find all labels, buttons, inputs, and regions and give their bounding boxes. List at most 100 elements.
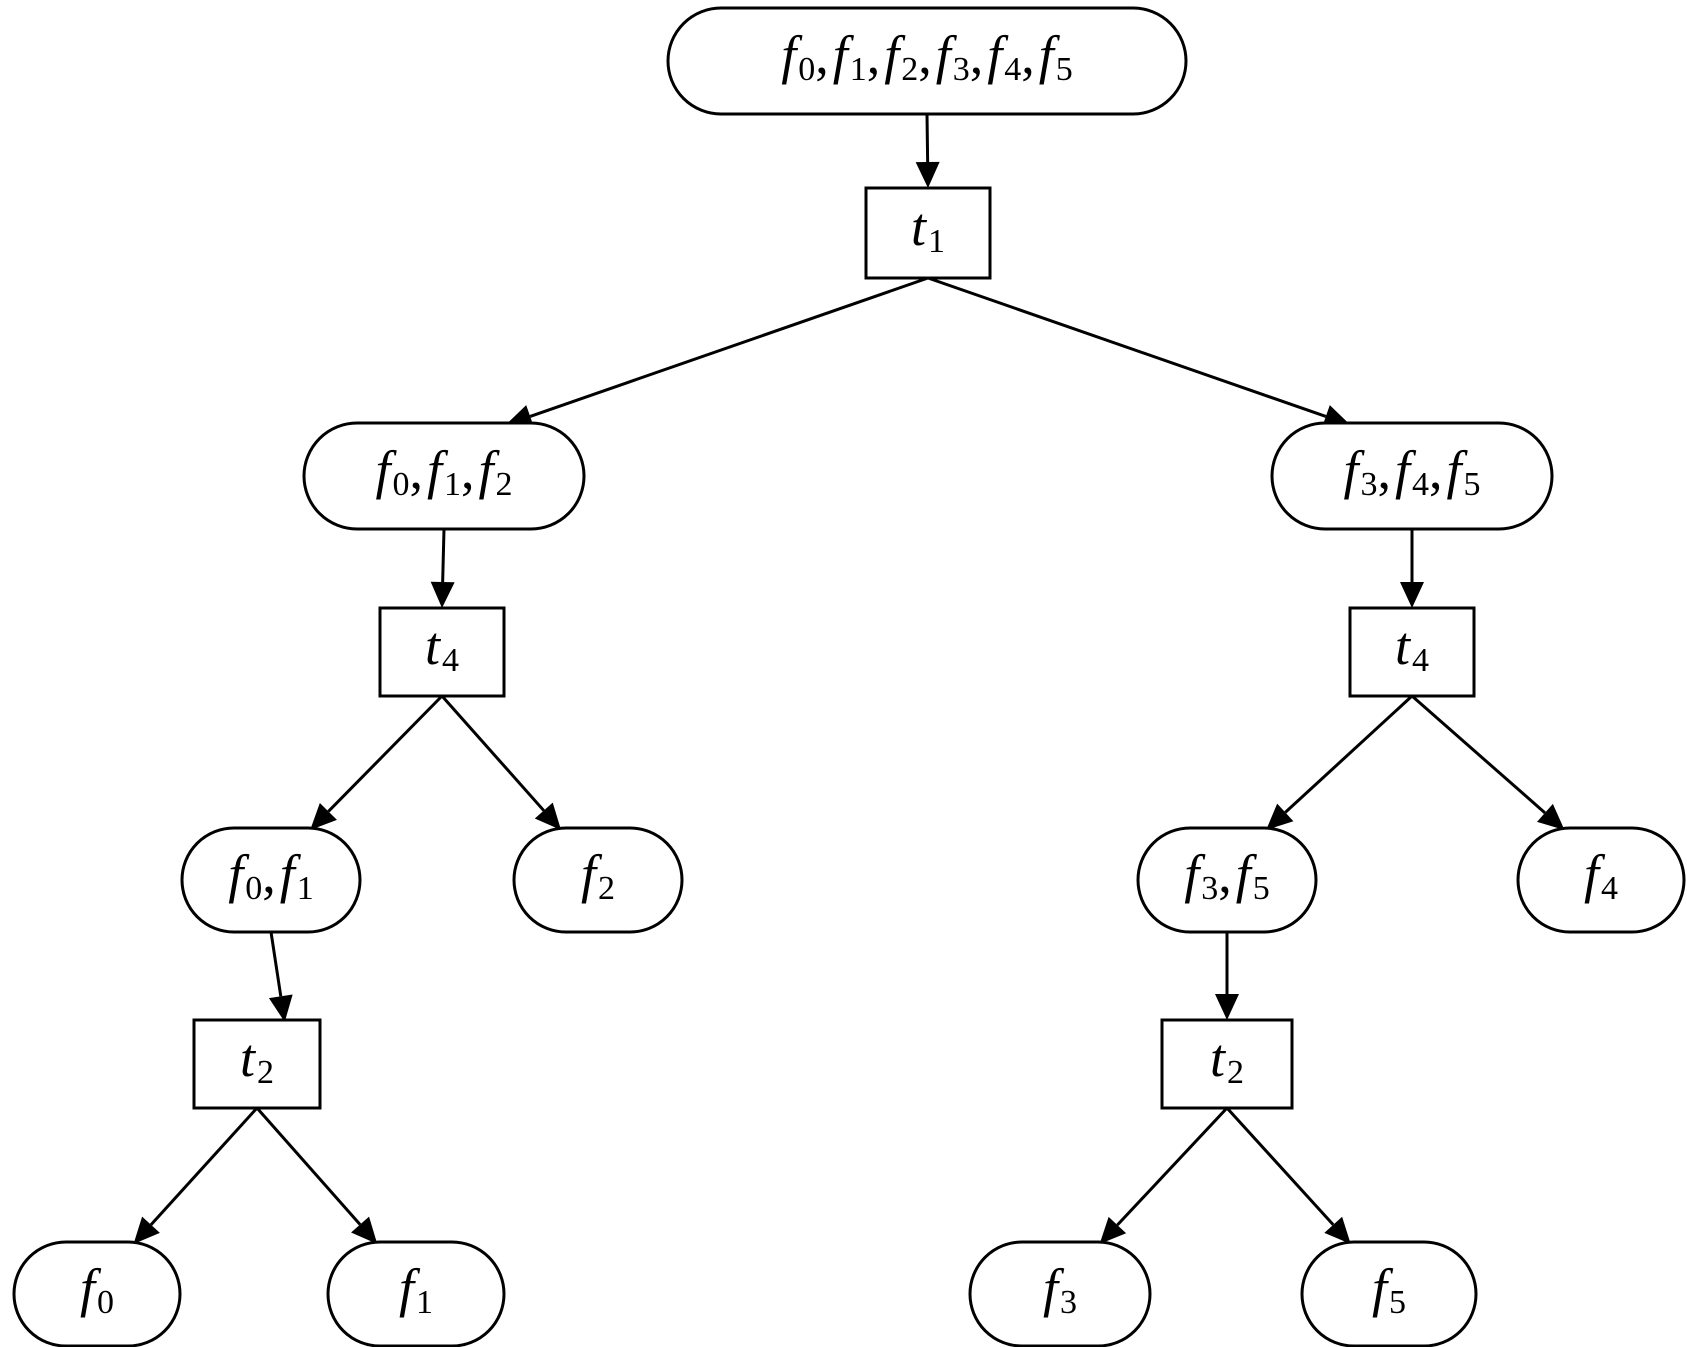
rounded-set-box <box>180 826 362 934</box>
separator: , <box>262 844 276 904</box>
test-node-t2L: t2 <box>192 1018 322 1110</box>
term-variable: t <box>911 197 928 257</box>
arrowhead-icon <box>268 994 293 1022</box>
set-node-right: f3,f4,f5 <box>1270 421 1554 531</box>
edge-line <box>1116 1106 1229 1227</box>
arrowhead-icon <box>1324 1216 1351 1244</box>
edge-t2L-to-f1 <box>255 1107 378 1244</box>
edge-t1-to-left <box>505 276 929 428</box>
edge-left-to-t4L <box>430 528 455 608</box>
test-box <box>192 1018 322 1110</box>
arrowhead-icon <box>1537 803 1565 830</box>
edge-t4L-to-f01 <box>310 694 444 830</box>
term-subscript: 1 <box>850 51 867 88</box>
edge-t1-to-right <box>927 276 1351 428</box>
term-subscript: 1 <box>928 223 945 260</box>
edge-f01-to-t2L <box>268 931 293 1022</box>
arrowhead-icon <box>351 1216 378 1244</box>
term-variable: t <box>1210 1028 1227 1088</box>
node-label: t4 <box>1395 616 1429 679</box>
term-subscript: 2 <box>257 1054 274 1091</box>
edge-right-to-t4R <box>1400 529 1424 608</box>
term-subscript: 1 <box>297 870 314 907</box>
test-box <box>378 606 506 698</box>
term-subscript: 4 <box>1004 51 1021 88</box>
edge-line <box>441 528 446 583</box>
arrowhead-icon <box>1215 994 1239 1020</box>
set-node-f01: f0,f1 <box>180 826 362 934</box>
node-label: t4 <box>425 616 459 679</box>
set-node-f4: f4 <box>1516 826 1686 934</box>
set-node-root: f0,f1,f2,f3,f4,f5 <box>666 6 1188 116</box>
edge-line <box>529 276 929 418</box>
arrowhead-icon <box>1266 803 1294 830</box>
edge-line <box>1284 694 1414 814</box>
term-subscript: 0 <box>97 1284 114 1321</box>
separator: , <box>1377 440 1391 500</box>
set-node-left: f0,f1,f2 <box>302 421 586 531</box>
term-subscript: 1 <box>416 1284 433 1321</box>
test-node-t1: t1 <box>864 186 992 280</box>
test-box <box>1160 1018 1294 1110</box>
edge-root-to-t1 <box>915 113 940 188</box>
term-subscript: 5 <box>1389 1284 1406 1321</box>
separator: , <box>867 25 881 85</box>
term-subscript: 3 <box>953 51 970 88</box>
term-subscript: 0 <box>245 870 262 907</box>
node-label: f0,f1,f2,f3,f4,f5 <box>781 25 1073 88</box>
edge-line <box>1411 694 1546 814</box>
node-label: t2 <box>240 1028 274 1091</box>
separator: , <box>970 25 984 85</box>
separator: , <box>1021 25 1035 85</box>
rounded-set-box <box>302 421 586 531</box>
term-subscript: 2 <box>598 870 615 907</box>
term-variable: t <box>425 616 442 676</box>
term-subscript: 4 <box>1412 642 1429 679</box>
separator: , <box>815 25 829 85</box>
term-subscript: 4 <box>442 642 459 679</box>
edge-f35-to-t2R <box>1215 932 1239 1020</box>
arrowhead-icon <box>310 803 337 830</box>
term-subscript: 0 <box>392 466 409 503</box>
set-node-f0: f0 <box>12 1240 182 1347</box>
term-variable: t <box>1395 616 1412 676</box>
term-subscript: 2 <box>496 466 513 503</box>
test-node-t2R: t2 <box>1160 1018 1294 1110</box>
node-label: t1 <box>911 197 945 260</box>
separator: , <box>1429 440 1443 500</box>
set-node-f5: f5 <box>1300 1240 1478 1347</box>
term-subscript: 3 <box>1360 466 1377 503</box>
term-subscript: 5 <box>1056 51 1073 88</box>
arrowhead-icon <box>430 581 455 608</box>
arrowhead-icon <box>534 802 562 830</box>
arrowhead-icon <box>133 1216 160 1244</box>
term-subscript: 5 <box>1253 870 1270 907</box>
edge-t2R-to-f5 <box>1225 1106 1351 1244</box>
rounded-set-box <box>1300 1240 1478 1347</box>
edge-line <box>149 1106 259 1226</box>
edge-line <box>925 113 930 163</box>
edge-t4R-to-f35 <box>1266 694 1414 830</box>
separator: , <box>918 25 932 85</box>
term-variable: t <box>240 1028 257 1088</box>
term-subscript: 2 <box>1227 1054 1244 1091</box>
edge-t4R-to-f4 <box>1411 694 1565 830</box>
term-subscript: 1 <box>444 466 461 503</box>
term-subscript: 2 <box>901 51 918 88</box>
test-node-t4L: t4 <box>378 606 506 698</box>
rounded-set-box <box>512 826 684 934</box>
test-node-t4R: t4 <box>1348 606 1476 698</box>
set-node-f1: f1 <box>326 1240 506 1347</box>
arrowhead-icon <box>915 161 940 188</box>
separator: , <box>409 440 423 500</box>
edge-t2L-to-f0 <box>133 1106 259 1244</box>
rounded-set-box <box>968 1240 1152 1347</box>
edge-line <box>927 276 1327 418</box>
node-label: t2 <box>1210 1028 1244 1091</box>
rounded-set-box <box>1270 421 1554 531</box>
separator: , <box>1218 844 1232 904</box>
edge-t2R-to-f3 <box>1099 1106 1229 1244</box>
edge-line <box>269 931 283 997</box>
